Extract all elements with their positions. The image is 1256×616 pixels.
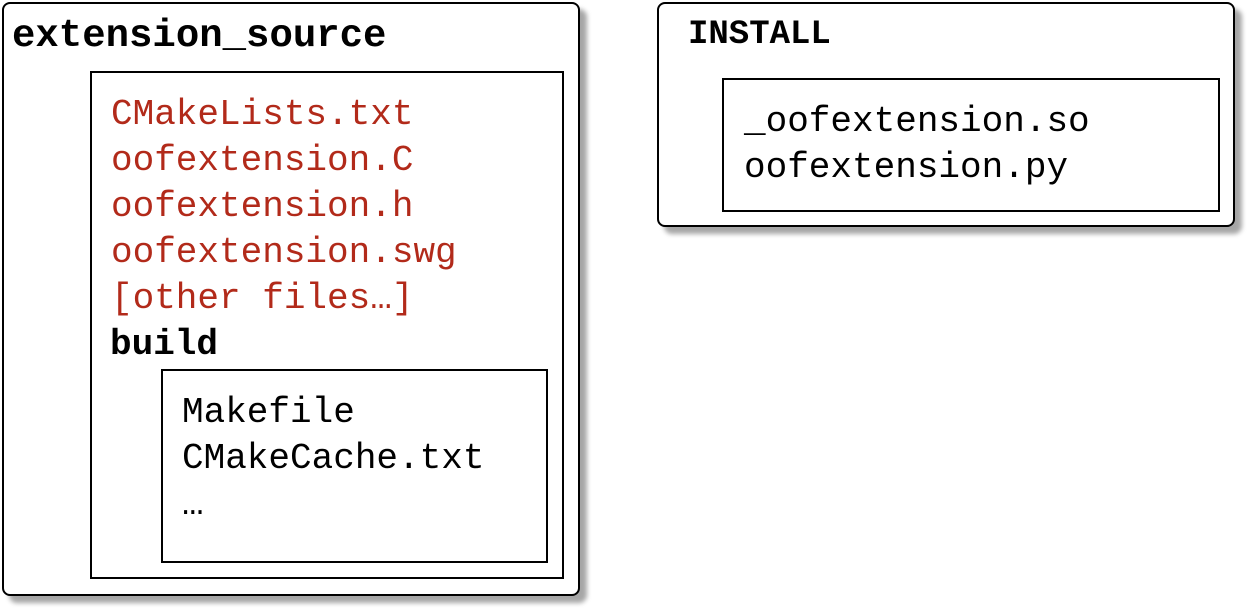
- source-file-item: CMakeLists.txt: [111, 94, 414, 135]
- build-file-item: Makefile: [182, 392, 355, 433]
- source-file-item: oofextension.swg: [111, 232, 457, 273]
- build-directory-title: build: [110, 324, 219, 365]
- install-directory-contents-box: [722, 78, 1220, 212]
- source-file-item: [other files…]: [111, 278, 414, 319]
- build-file-list: Makefile CMakeCache.txt …: [182, 390, 484, 528]
- install-file-item: _oofextension.so: [744, 101, 1090, 142]
- source-file-list: CMakeLists.txt oofextension.C oofextensi…: [111, 92, 457, 322]
- extension-source-title: extension_source: [12, 14, 387, 58]
- source-file-item: oofextension.C: [111, 140, 414, 181]
- install-file-list: _oofextension.so oofextension.py: [744, 99, 1090, 191]
- install-directory-title: INSTALL: [688, 16, 831, 54]
- build-file-item: CMakeCache.txt: [182, 438, 485, 479]
- source-file-item: oofextension.h: [111, 186, 414, 227]
- build-file-item: …: [182, 484, 204, 525]
- build-directory-contents-box: [161, 369, 548, 563]
- install-file-item: oofextension.py: [744, 147, 1069, 188]
